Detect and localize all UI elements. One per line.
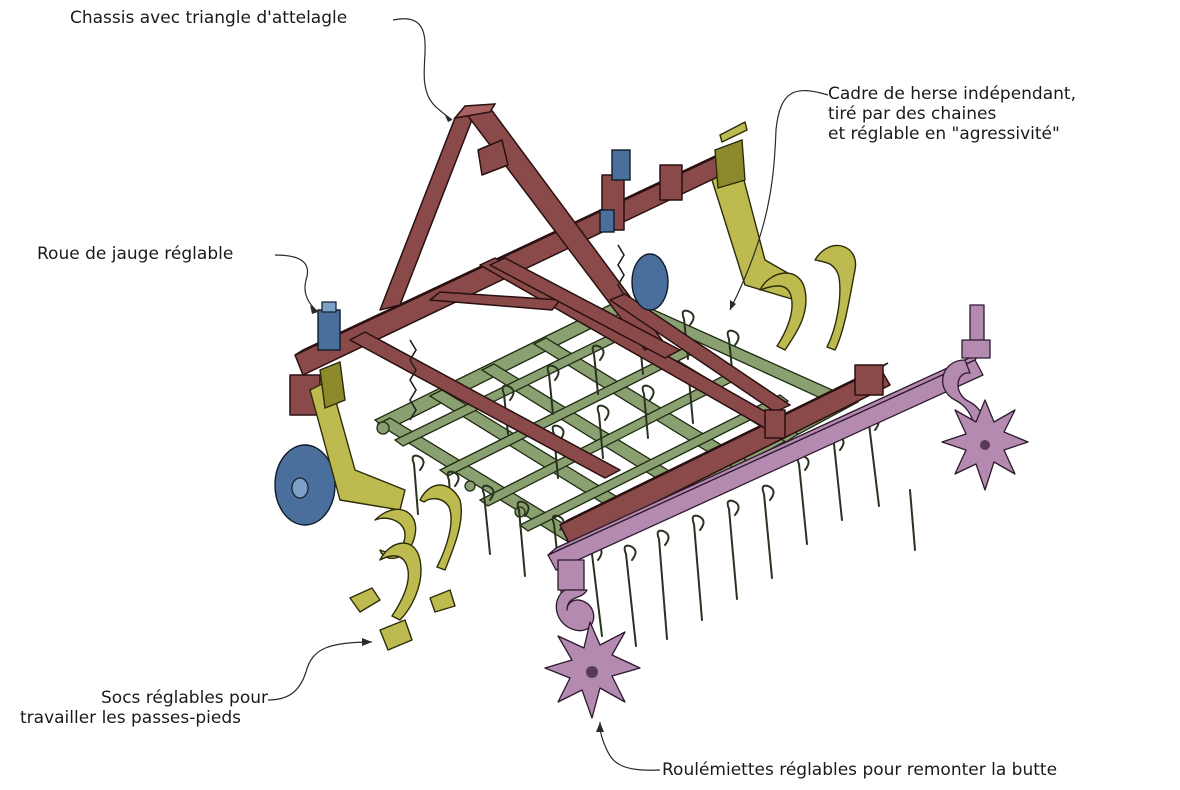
leader-lines xyxy=(267,18,829,771)
label-harrow-line3: et réglable en "agressivité" xyxy=(828,124,1060,144)
label-gauge-wheel: Roue de jauge réglable xyxy=(37,244,234,264)
main-chassis xyxy=(289,103,891,546)
leader-shares xyxy=(267,641,373,701)
tow-chains xyxy=(409,244,625,421)
gauge-wheel-right xyxy=(599,149,669,311)
label-shares-line2: travailler les passes-pieds xyxy=(20,708,242,728)
gauge-wheel-left xyxy=(274,301,341,526)
label-harrow-line1: Cadre de herse indépendant, xyxy=(828,84,1076,104)
leader-chassis xyxy=(392,18,453,121)
label-crumbler: Roulémiettes réglables pour remonter la … xyxy=(662,760,1058,780)
leader-gauge-wheel xyxy=(274,254,319,313)
crumbler-right xyxy=(941,304,1029,491)
leader-harrow xyxy=(729,89,829,311)
leader-crumbler xyxy=(599,721,661,771)
label-chassis: Chassis avec triangle d'attelagle xyxy=(70,8,348,28)
label-harrow-line2: tiré par des chaines xyxy=(828,104,997,124)
label-shares-line1: Socs réglables pour xyxy=(101,688,268,708)
shares-right xyxy=(711,121,857,351)
crumbler-left xyxy=(544,559,641,719)
shares-left xyxy=(309,361,462,651)
